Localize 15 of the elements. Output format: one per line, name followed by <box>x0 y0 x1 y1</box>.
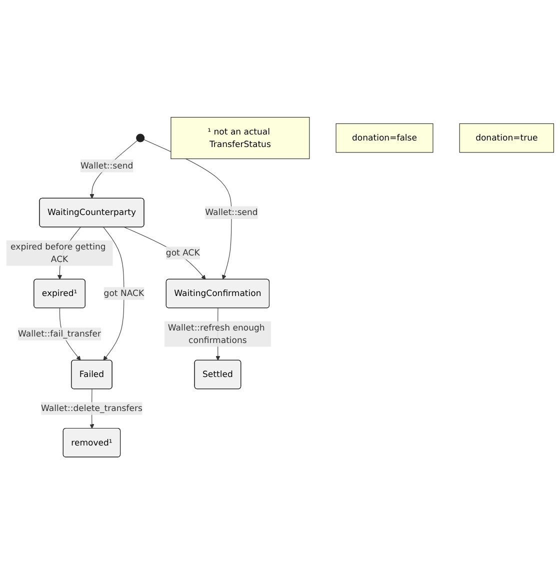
node-box: ¹ not an actual TransferStatus <box>170 116 310 159</box>
arrow <box>124 226 206 280</box>
arrow <box>144 139 232 280</box>
edge-label: got NACK <box>104 288 144 298</box>
node-box: donation=false <box>336 123 434 153</box>
edge-label: Wallet::refresh enough confirmations <box>168 322 265 346</box>
arrow <box>103 226 124 360</box>
edge-label: Wallet::send <box>80 160 134 171</box>
edge-label: Wallet::send <box>205 207 258 218</box>
edge-label: got ACK <box>166 248 200 258</box>
edge-label: Wallet::delete_transfers <box>41 403 142 414</box>
edge-label: Wallet::fail_transfer <box>18 328 102 339</box>
node-box: donation=true <box>459 123 554 153</box>
node-circle <box>136 134 145 142</box>
edge-label: expired before getting ACK <box>10 241 106 264</box>
